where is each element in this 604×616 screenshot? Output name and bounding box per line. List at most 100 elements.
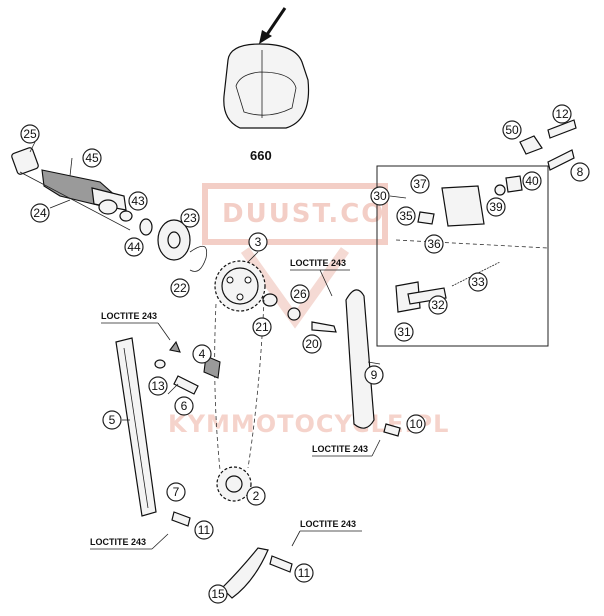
loctite-leader-d: [151, 533, 169, 550]
watermark-line2: KYMMOTOCYCLE.PL: [168, 410, 449, 438]
leader-30: [389, 195, 407, 199]
nut-35: [417, 211, 435, 225]
svg-text:12: 12: [555, 107, 569, 121]
tensioner-rail-group: [345, 289, 401, 437]
svg-text:21: 21: [255, 320, 269, 334]
bubble-21: 21: [252, 317, 272, 337]
svg-text:40: 40: [525, 174, 539, 188]
bubble-7: 7: [166, 482, 186, 502]
svg-text:6: 6: [181, 399, 188, 413]
svg-text:10: 10: [409, 417, 423, 431]
svg-text:25: 25: [23, 127, 37, 141]
loctite-leader-e: [291, 530, 301, 547]
svg-text:3: 3: [255, 235, 262, 249]
arrow-shaft: [264, 7, 287, 37]
leader-24: [49, 199, 71, 209]
chain-guide-group: [115, 337, 221, 517]
leader-9: [367, 361, 381, 365]
bubble-11a: 11: [194, 520, 214, 540]
bubble-33: 33: [468, 272, 488, 292]
bolt-11a: [171, 511, 191, 527]
svg-text:35: 35: [399, 209, 413, 223]
bubble-9: 9: [364, 365, 384, 385]
svg-text:2: 2: [253, 489, 260, 503]
bubble-22: 22: [170, 278, 190, 298]
bracket-50: [519, 135, 543, 155]
loctite-labels: LOCTITE 243 LOCTITE 243 LOCTITE 243 LOCT…: [90, 258, 381, 550]
bubble-30: 30: [370, 186, 390, 206]
bubble-37: 37: [410, 174, 430, 194]
chain-left: [214, 303, 221, 471]
timing-chain: [214, 299, 265, 471]
svg-text:32: 32: [431, 298, 445, 312]
sprocket-hole-3: [236, 293, 244, 301]
part-bubbles: 25 45 24 43 44 23 22 3 21 26 20 4 13 6 5…: [20, 104, 590, 604]
o-ring-13: [154, 359, 166, 369]
leader-45: [69, 157, 73, 177]
bubble-44: 44: [124, 237, 144, 257]
loctite-label-b: LOCTITE 243: [290, 258, 346, 268]
washer-39: [494, 184, 506, 196]
svg-text:11: 11: [198, 523, 211, 537]
svg-text:30: 30: [373, 189, 387, 203]
cylinder-head-group: 660: [223, 7, 310, 163]
svg-text:23: 23: [183, 211, 197, 225]
bolt-8: [547, 149, 575, 171]
lower-guide-group: [171, 511, 293, 599]
cylinder-head-bore: [235, 71, 297, 116]
bubble-12: 12: [552, 104, 572, 124]
bubble-31: 31: [394, 322, 414, 342]
tensioner-box: [376, 165, 549, 347]
bubble-39: 39: [486, 197, 506, 217]
svg-text:39: 39: [489, 200, 503, 214]
svg-text:24: 24: [33, 206, 47, 220]
circlip: [189, 245, 208, 272]
balancer-shaft-group: [11, 147, 153, 236]
loctite-drop-1: [169, 340, 181, 353]
bubble-25: 25: [20, 124, 40, 144]
bubble-8: 8: [570, 162, 590, 182]
bolt-20: [311, 321, 337, 333]
loctite-leader-b: [319, 269, 333, 297]
upper-sprocket-group: [214, 260, 337, 333]
svg-text:15: 15: [211, 587, 225, 601]
loctite-label-c: LOCTITE 243: [312, 444, 368, 454]
bracket-4: [203, 355, 221, 379]
loctite-label-a: LOCTITE 243: [101, 311, 157, 321]
bubble-6: 6: [174, 396, 194, 416]
washer-26: [287, 307, 301, 321]
washer-21: [262, 293, 278, 307]
cylinder-head: [223, 43, 310, 129]
svg-text:37: 37: [413, 177, 427, 191]
bubble-20: 20: [302, 334, 322, 354]
watermark-frame: [202, 183, 388, 245]
bubble-36: 36: [424, 234, 444, 254]
bolt-6: [173, 375, 199, 395]
bolt-32: [407, 287, 447, 305]
chain-guide-groove: [123, 347, 149, 509]
bolt-12: [547, 119, 577, 139]
loctite-label-d: LOCTITE 243: [90, 537, 146, 547]
svg-text:44: 44: [127, 240, 141, 254]
svg-text:4: 4: [199, 347, 206, 361]
bubble-35: 35: [396, 206, 416, 226]
washer-43: [119, 210, 133, 222]
bubble-15: 15: [208, 584, 228, 604]
ball-bearing-inner: [167, 231, 181, 249]
bubble-43: 43: [128, 191, 148, 211]
model-label: 660: [250, 148, 272, 163]
svg-text:9: 9: [371, 368, 378, 382]
bubble-23: 23: [180, 208, 200, 228]
plug-40: [505, 175, 523, 193]
bubble-45: 45: [82, 148, 102, 168]
loctite-leader-c: [371, 439, 381, 457]
bubble-32: 32: [428, 295, 448, 315]
svg-text:31: 31: [397, 325, 411, 339]
leader-3: [247, 251, 259, 263]
bolt-11b: [269, 555, 293, 573]
needle-bearing: [11, 147, 39, 175]
bubble-50: 50: [502, 120, 522, 140]
bearing-group: [157, 219, 208, 272]
